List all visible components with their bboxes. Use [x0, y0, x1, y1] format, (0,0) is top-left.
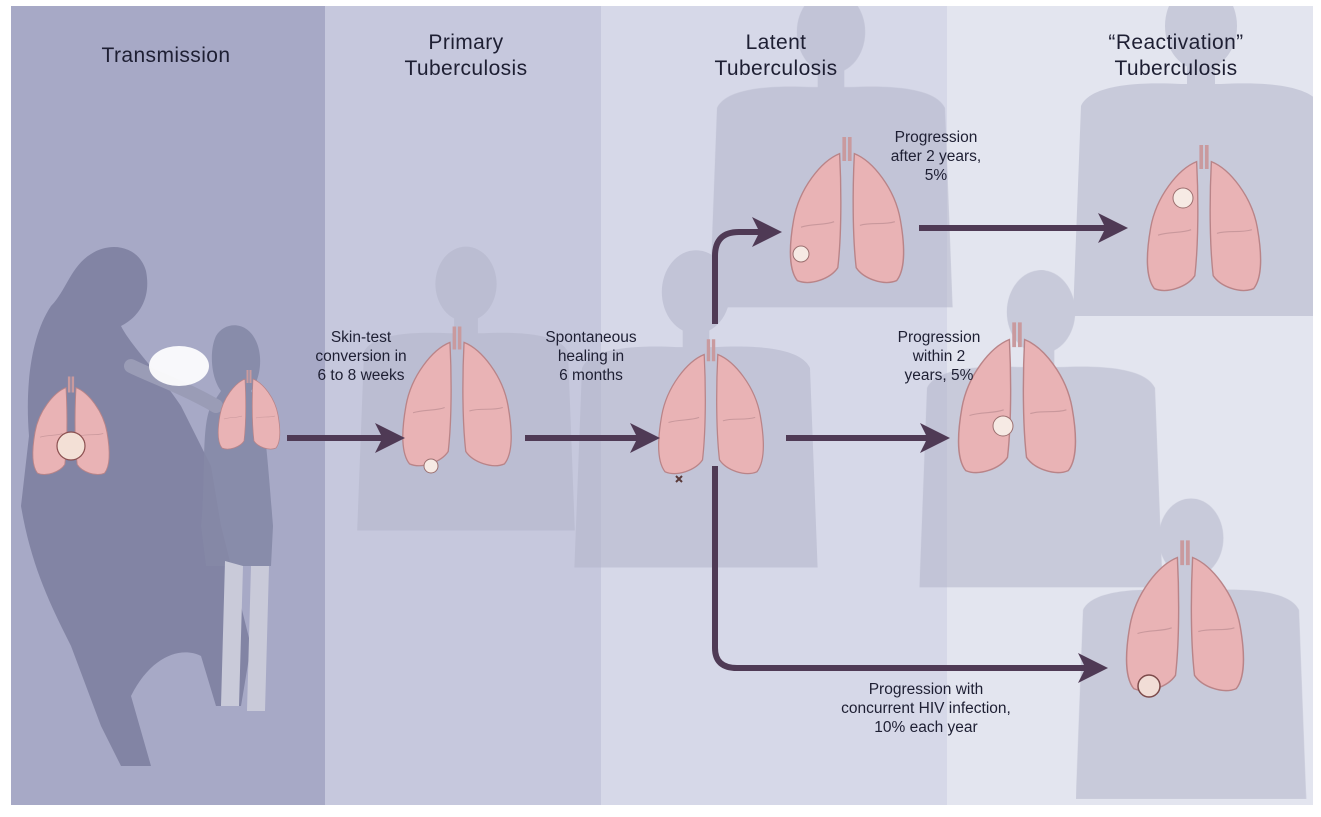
annotation-spontaneous-healing: Spontaneous healing in 6 months — [526, 328, 656, 385]
within2-line3: years, 5% — [879, 366, 999, 385]
healing-line1: Spontaneous — [526, 328, 656, 347]
healing-line2: healing in — [526, 347, 656, 366]
title-primary-line1: Primary — [361, 30, 571, 56]
within2-line2: within 2 — [879, 347, 999, 366]
title-latent-line1: Latent — [671, 30, 881, 56]
hiv-line3: 10% each year — [811, 718, 1041, 737]
cough-droplet-cloud — [149, 346, 209, 386]
skin-test-line2: conversion in — [291, 347, 431, 366]
skin-test-line3: 6 to 8 weeks — [291, 366, 431, 385]
after2-line3: 5% — [871, 166, 1001, 185]
title-primary-tuberculosis: Primary Tuberculosis — [361, 30, 571, 82]
annotation-progression-after-2-years: Progression after 2 years, 5% — [871, 128, 1001, 185]
title-transmission: Transmission — [71, 43, 261, 69]
annotation-progression-within-2-years: Progression within 2 years, 5% — [879, 328, 999, 385]
title-reactivation-line1: “Reactivation” — [1061, 30, 1291, 56]
primary-lesion — [424, 459, 438, 473]
illustration-layer — [11, 6, 1313, 805]
hiv-line2: concurrent HIV infection, — [811, 699, 1041, 718]
title-reactivation-tuberculosis: “Reactivation” Tuberculosis — [1061, 30, 1291, 82]
hiv-line1: Progression with — [811, 680, 1041, 699]
after2-line1: Progression — [871, 128, 1001, 147]
annotation-progression-with-hiv: Progression with concurrent HIV infectio… — [811, 680, 1041, 737]
healing-line3: 6 months — [526, 366, 656, 385]
title-latent-tuberculosis: Latent Tuberculosis — [671, 30, 881, 82]
title-primary-line2: Tuberculosis — [361, 56, 571, 82]
annotation-skin-test-conversion: Skin-test conversion in 6 to 8 weeks — [291, 328, 431, 385]
tb-progression-diagram: Transmission Primary Tuberculosis Latent… — [11, 6, 1313, 805]
title-latent-line2: Tuberculosis — [671, 56, 881, 82]
title-reactivation-line2: Tuberculosis — [1061, 56, 1291, 82]
within2-line1: Progression — [879, 328, 999, 347]
skin-test-line1: Skin-test — [291, 328, 431, 347]
after2-line2: after 2 years, — [871, 147, 1001, 166]
mother-and-child-figure — [21, 247, 280, 766]
